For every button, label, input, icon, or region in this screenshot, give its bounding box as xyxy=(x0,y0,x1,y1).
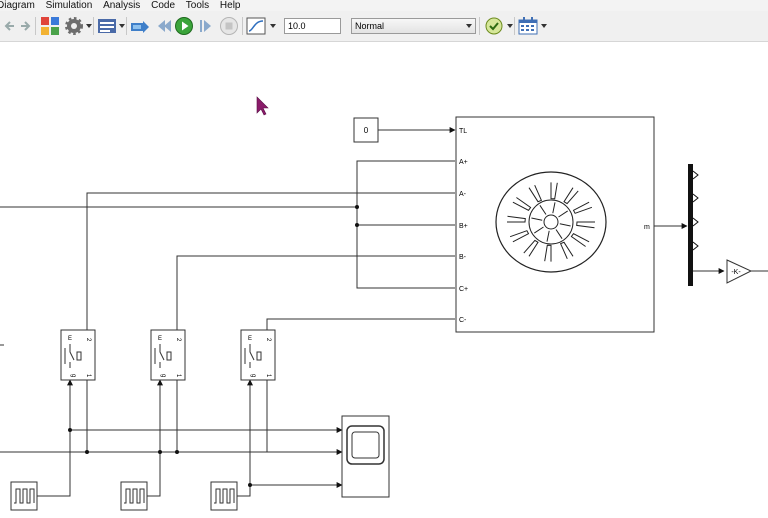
block-diagram: 0 TL A+ A- B+ B- C+ C- m -K- E g 1 2 xyxy=(0,96,768,511)
branch-point xyxy=(248,483,252,487)
model-explorer-icon[interactable] xyxy=(97,16,117,36)
switch-label-g: g xyxy=(160,374,166,377)
branch-points xyxy=(68,205,359,487)
menu-bar: Diagram Simulation Analysis Code Tools H… xyxy=(0,0,768,11)
stepper-motor-icon xyxy=(495,171,607,273)
switch-label-e: E xyxy=(158,336,162,342)
chevron-down-icon[interactable] xyxy=(119,24,125,28)
branch-point xyxy=(85,450,89,454)
ideal-switch-1[interactable]: E g 1 2 xyxy=(60,329,96,381)
chevron-down-icon[interactable] xyxy=(86,24,92,28)
signal-line[interactable] xyxy=(237,379,253,497)
signal-line[interactable] xyxy=(37,379,73,497)
switch-label-e: E xyxy=(248,336,252,342)
menu-item-simulation[interactable]: Simulation xyxy=(45,0,93,11)
switch-label-g: g xyxy=(250,374,256,377)
toolbar-separator xyxy=(93,17,94,35)
switch-label-2: 2 xyxy=(85,338,91,342)
pulse-generator-1[interactable] xyxy=(10,481,38,511)
chevron-down-icon[interactable] xyxy=(541,24,547,28)
port-label-tl: TL xyxy=(459,128,467,135)
menu-item-help[interactable]: Help xyxy=(219,0,241,11)
chevron-down-icon[interactable] xyxy=(270,24,276,28)
port-label-a-minus: A- xyxy=(459,191,467,198)
ideal-switch-2[interactable]: E g 1 2 xyxy=(150,329,186,381)
pulse-generator-3[interactable] xyxy=(210,481,238,511)
switch-label-1: 1 xyxy=(175,374,181,378)
port-label-c-minus: C- xyxy=(459,317,467,324)
toolbar-separator xyxy=(479,17,480,35)
branch-point xyxy=(355,205,359,209)
gain-label: -K- xyxy=(731,269,741,276)
branch-point xyxy=(175,450,179,454)
pulse-generator-2[interactable] xyxy=(120,481,148,511)
library-browser-icon[interactable] xyxy=(40,16,60,36)
step-forward-icon[interactable] xyxy=(197,16,217,36)
gain-block[interactable]: -K- xyxy=(726,259,753,284)
toolbar: 10.0 Normal xyxy=(0,11,768,42)
port-label-b-plus: B+ xyxy=(459,223,468,230)
stepper-motor-block[interactable]: TL A+ A- B+ B- C+ C- m xyxy=(455,116,655,333)
port-label-c-plus: C+ xyxy=(459,286,468,293)
signal-line[interactable] xyxy=(176,255,455,330)
toolbar-separator xyxy=(242,17,243,35)
mouse-cursor-icon xyxy=(256,96,269,116)
signal-line[interactable] xyxy=(147,379,163,497)
forward-arrow-icon[interactable] xyxy=(17,16,33,36)
ideal-switch-3[interactable]: E g 1 2 xyxy=(240,329,276,381)
signal-line[interactable] xyxy=(266,318,455,330)
model-advisor-icon[interactable] xyxy=(484,16,504,36)
port-label-b-minus: B- xyxy=(459,254,467,261)
toolbar-separator xyxy=(514,17,515,35)
chevron-down-icon xyxy=(466,24,472,28)
switch-label-e: E xyxy=(68,336,72,342)
branch-point xyxy=(68,428,72,432)
stop-time-input[interactable]: 10.0 xyxy=(284,18,341,34)
build-icon[interactable] xyxy=(129,16,151,36)
model-canvas[interactable]: 0 TL A+ A- B+ B- C+ C- m -K- E g 1 2 xyxy=(0,56,768,513)
switch-label-2: 2 xyxy=(175,338,181,342)
data-inspector-icon[interactable] xyxy=(518,16,538,36)
branch-point xyxy=(355,223,359,227)
scope-icon[interactable] xyxy=(246,16,266,36)
simulation-mode-select[interactable]: Normal xyxy=(351,18,476,34)
constant-value: 0 xyxy=(364,126,369,135)
toolbar-separator xyxy=(35,17,36,35)
model-settings-icon[interactable] xyxy=(64,16,84,36)
simulation-mode-value: Normal xyxy=(355,21,385,31)
signal-line[interactable] xyxy=(86,192,455,330)
switch-label-1: 1 xyxy=(265,374,271,378)
menu-item-diagram[interactable]: Diagram xyxy=(0,0,35,11)
constant-block[interactable]: 0 xyxy=(353,117,379,143)
run-icon[interactable] xyxy=(174,16,194,36)
menu-item-code[interactable]: Code xyxy=(151,0,175,11)
branch-point xyxy=(158,450,162,454)
motor-teeth xyxy=(507,182,595,262)
scope-block[interactable] xyxy=(341,415,390,498)
stop-icon[interactable] xyxy=(219,16,239,36)
mux-block[interactable] xyxy=(688,164,699,286)
port-label-m: m xyxy=(644,224,650,231)
motor-rotor-ring xyxy=(528,199,574,245)
chevron-down-icon[interactable] xyxy=(507,24,513,28)
toolbar-separator xyxy=(126,17,127,35)
step-back-icon[interactable] xyxy=(154,16,174,36)
switch-label-1: 1 xyxy=(85,374,91,378)
menu-item-analysis[interactable]: Analysis xyxy=(103,0,141,11)
menu-item-tools[interactable]: Tools xyxy=(185,0,210,11)
switch-label-g: g xyxy=(70,374,76,377)
switch-label-2: 2 xyxy=(265,338,271,342)
port-label-a-plus: A+ xyxy=(459,159,468,166)
back-arrow-icon[interactable] xyxy=(2,16,18,36)
